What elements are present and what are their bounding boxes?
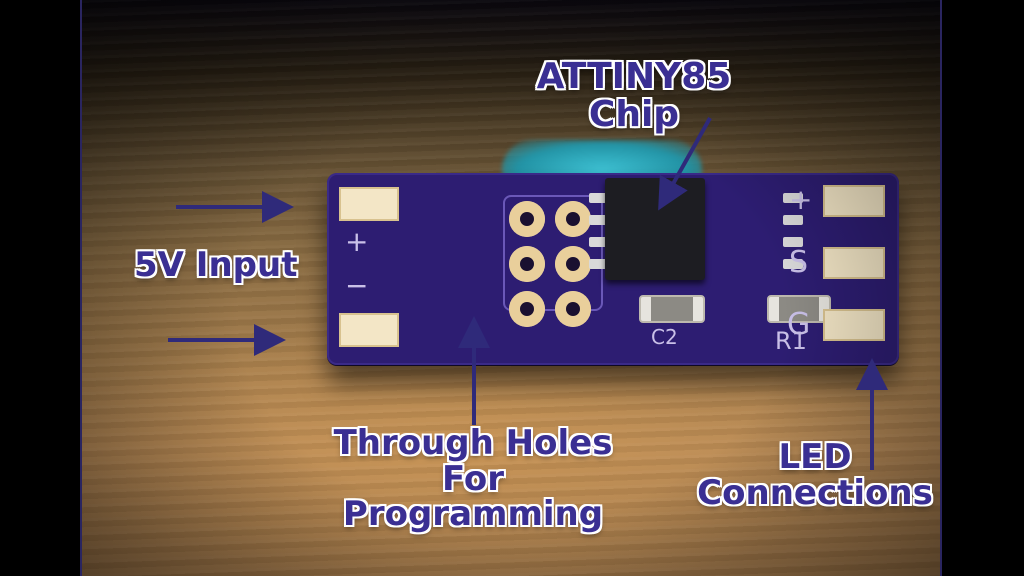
annotation-arrows (168, 117, 888, 470)
led-connections-label: LED Connections (690, 437, 940, 513)
chip-label-line2: Chip (588, 93, 680, 135)
arrow-chip (658, 117, 712, 211)
led-label-line1: LED (778, 437, 852, 477)
power-input-label: 5V Input (134, 245, 298, 285)
through-holes-line1: Through Holes (333, 423, 613, 463)
vignette-overlay (82, 0, 940, 576)
through-holes-line3: Programming (342, 494, 604, 535)
chip-label: ATTINY85 Chip (534, 58, 734, 134)
chip-label-line1: ATTINY85 (536, 56, 732, 97)
through-holes-line2: For (442, 458, 504, 499)
led-label-line2: Connections (697, 472, 933, 513)
photo-frame: + − C2 R1 + S G (80, 0, 942, 576)
through-holes-label: Through Holes For Programming (312, 423, 634, 535)
